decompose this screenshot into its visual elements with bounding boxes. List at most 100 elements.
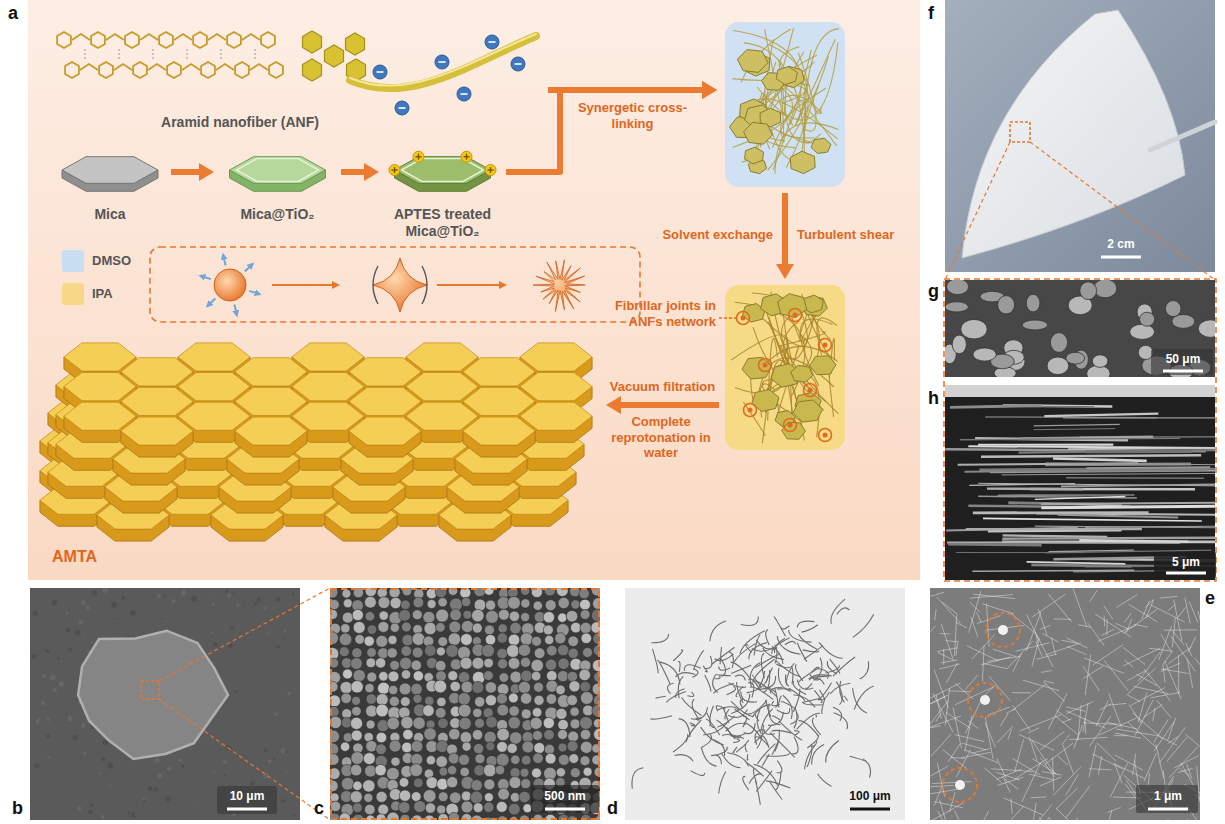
nanofiber-strand [775, 771, 781, 790]
fibril [1088, 623, 1105, 646]
sem-noise [292, 593, 294, 595]
tio2-grain [498, 609, 509, 620]
tio2-grain [473, 743, 483, 753]
nanofiber-strand [840, 681, 845, 703]
tio2-grain [413, 717, 425, 729]
tile-face [64, 373, 136, 401]
platelet-image [1092, 355, 1108, 368]
fibril [1032, 803, 1036, 820]
sem-noise [41, 701, 45, 705]
fibril [1040, 777, 1062, 786]
sem-noise [251, 781, 255, 785]
nanofiber-strand [833, 657, 855, 676]
tio2-grain [351, 658, 363, 670]
tio2-grain [583, 648, 593, 658]
tio2-grain [376, 694, 388, 706]
nanofiber-strand [733, 739, 740, 743]
tio2-grain [401, 716, 414, 729]
legend-label: DMSO [92, 253, 131, 269]
tio2-grain [388, 671, 399, 682]
tio2-grain [558, 743, 567, 752]
tile-face [121, 358, 193, 386]
tio2-grain [475, 697, 485, 707]
nanofiber-strand [720, 647, 721, 664]
fibril [1143, 705, 1162, 718]
nanofiber-strand [778, 696, 781, 707]
fibril [941, 660, 957, 663]
tio2-grain [497, 728, 510, 741]
nanofiber-strand [816, 715, 817, 718]
highlight-circle [986, 613, 1020, 647]
fibril [1085, 654, 1091, 695]
tio2-grain [438, 718, 449, 729]
fibril [1123, 648, 1161, 666]
nanofiber-strand [831, 599, 845, 624]
tio2-grain [425, 696, 434, 705]
fibril [1185, 734, 1200, 754]
amta-stack: AMTA [40, 335, 600, 575]
fibril [1097, 743, 1116, 761]
sem-noise [148, 787, 152, 791]
scale-bar [545, 808, 585, 811]
nanofiber-strand [834, 713, 848, 729]
arrow-head [606, 396, 621, 414]
platelet-image [952, 335, 966, 354]
tio2-grain [366, 694, 377, 705]
nanofiber-strand [814, 690, 822, 702]
tio2-grain [472, 609, 485, 622]
nanofiber-strand [656, 696, 666, 698]
tio2-grain [520, 633, 533, 646]
tio2-grain [558, 597, 569, 608]
tio2-grain [580, 681, 591, 692]
scale-bar-label: 50 μm [1155, 352, 1211, 366]
tile-face [178, 373, 250, 401]
tio2-grain [556, 685, 566, 695]
nanofiber-strand [678, 676, 683, 698]
nanofiber-strand [705, 675, 711, 692]
fibril [970, 595, 1013, 599]
joint-center [741, 316, 746, 321]
fibril [997, 759, 1006, 779]
tio2-grain [580, 729, 590, 739]
platelet-image [1094, 280, 1117, 298]
fibril [1048, 693, 1067, 729]
tio2-grain [376, 732, 387, 743]
sem-noise [47, 718, 50, 721]
node-label: Mica@TiO₂ [220, 206, 335, 223]
nanofiber-strand [719, 772, 726, 794]
tio2-grain [450, 609, 462, 621]
nanofiber [350, 36, 536, 88]
minus-sign [439, 61, 446, 63]
fibril [1057, 818, 1078, 820]
nanofiber-strand [743, 776, 749, 790]
fibril [955, 687, 993, 705]
nanofiber-strand [726, 723, 746, 731]
tio2-grain [569, 754, 579, 764]
layer-streak [1034, 429, 1116, 430]
nanofiber-strand [797, 621, 814, 627]
fibrillar-joint-image [980, 695, 990, 705]
nanofiber-strand [731, 662, 751, 679]
tio2-grain [398, 802, 410, 814]
tile-face [64, 343, 136, 371]
tio2-grain [518, 644, 530, 656]
tio2-grain [437, 805, 446, 814]
tio2-grain [484, 671, 494, 681]
tio2-grain [375, 658, 385, 668]
amide-bond [148, 64, 166, 70]
tio2-grain [534, 682, 544, 692]
fibril [1144, 753, 1156, 781]
layer-streak [972, 570, 1134, 572]
layer-streak [1046, 463, 1216, 465]
tio2-grain [567, 695, 578, 706]
nanofiber-strand [666, 692, 686, 703]
nanofiber-strand [735, 675, 746, 680]
fibril [971, 617, 978, 638]
fibril [961, 752, 991, 757]
hydrogen-bond [187, 49, 188, 61]
fibril [1066, 638, 1087, 648]
tio2-grain [376, 791, 387, 802]
tio2-grain [367, 672, 377, 682]
tio2-grain [558, 644, 569, 655]
fibril [1098, 756, 1101, 775]
